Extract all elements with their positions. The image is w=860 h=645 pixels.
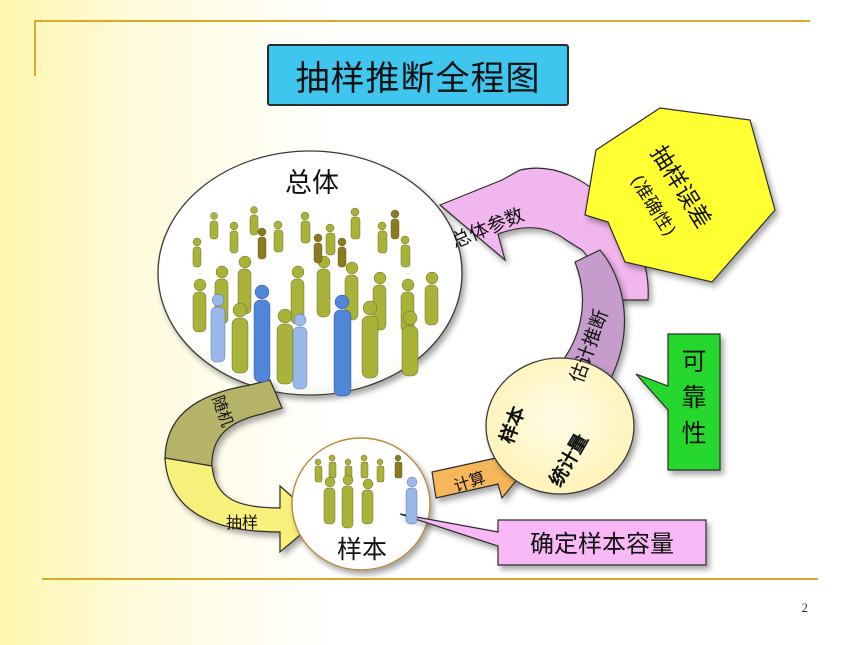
page-number: 2 bbox=[801, 600, 809, 615]
sample-label: 样本 bbox=[337, 535, 387, 564]
sample-crowd bbox=[314, 454, 418, 529]
statistic-ellipse bbox=[485, 357, 635, 495]
page-title: 抽样推断全程图 bbox=[267, 44, 569, 106]
random-arrow bbox=[164, 379, 283, 471]
sampling-label: 抽样 bbox=[226, 513, 258, 532]
top-rule bbox=[34, 20, 810, 22]
left-rule bbox=[34, 20, 36, 76]
error-callout bbox=[584, 107, 776, 283]
reliability-callout bbox=[635, 333, 721, 471]
bottom-rule bbox=[42, 578, 818, 580]
population-crowd bbox=[192, 206, 439, 397]
population-label: 总体 bbox=[285, 168, 339, 199]
reliability-callout-label: 可靠性 bbox=[681, 347, 707, 448]
sample-size-callout bbox=[399, 513, 707, 566]
sampling-arrow bbox=[164, 457, 319, 554]
sample-size-callout-label: 确定样本容量 bbox=[530, 530, 674, 558]
